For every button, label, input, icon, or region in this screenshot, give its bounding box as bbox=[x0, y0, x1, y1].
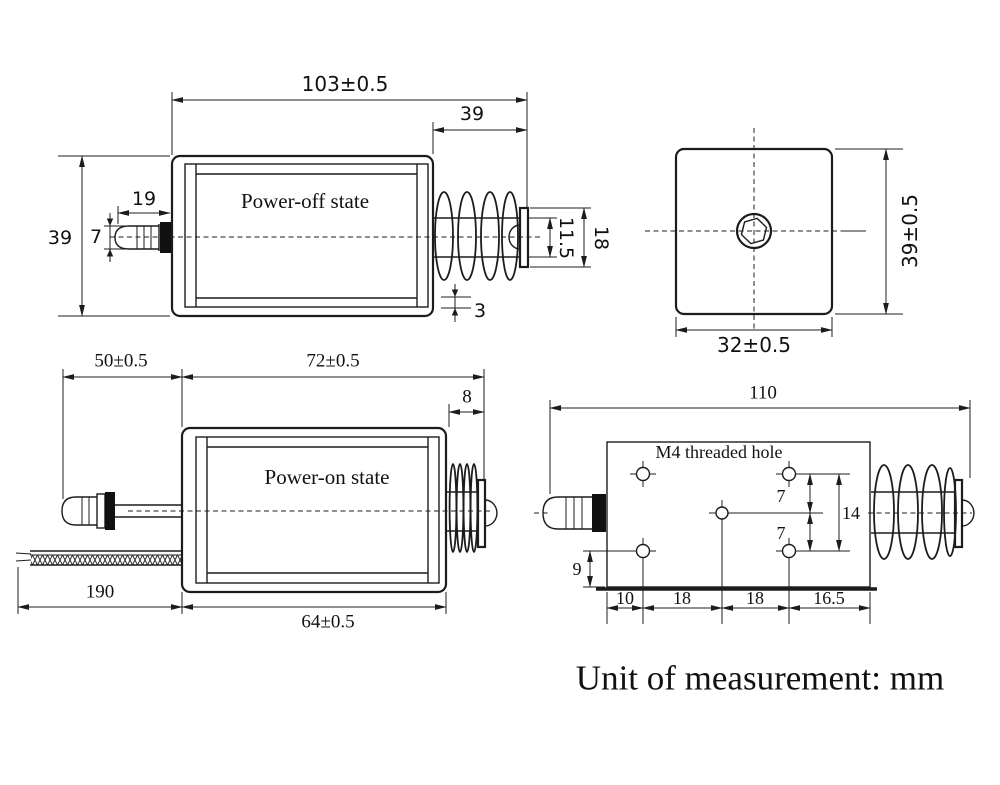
dim-plate-height: 18 bbox=[590, 226, 612, 250]
end-face-outline bbox=[674, 147, 834, 316]
dim-hole-span: 14 bbox=[842, 503, 860, 523]
dim-total-length: 110 bbox=[749, 383, 777, 404]
dim-spring-compressed: 8 bbox=[462, 387, 472, 408]
view-power-off: 103±0.5 39 39 19 7 11.5 18 bbox=[48, 72, 612, 322]
end-plate bbox=[953, 478, 964, 549]
dim-seg-3: 18 bbox=[746, 588, 764, 608]
dim-rod-diameter: 11.5 bbox=[555, 217, 577, 259]
rod-end bbox=[961, 499, 975, 527]
dim-body-height: 39 bbox=[48, 227, 72, 249]
rod-end bbox=[508, 224, 521, 250]
dim-end-height: 39±0.5 bbox=[898, 194, 922, 268]
hole-bottom-left bbox=[630, 538, 656, 624]
dim-spring-section: 39 bbox=[460, 103, 484, 125]
m4-hole-label: M4 threaded hole bbox=[656, 442, 783, 462]
dim-top-length: 72±0.5 bbox=[306, 351, 359, 372]
lead-wire bbox=[15, 550, 182, 566]
dim-wire-length: 190 bbox=[86, 582, 115, 603]
plunger-ring bbox=[105, 492, 115, 530]
end-plate bbox=[476, 478, 487, 549]
solenoid-body-outline bbox=[170, 154, 435, 318]
dim-seg-1: 10 bbox=[616, 588, 634, 608]
dim-end-width: 32±0.5 bbox=[717, 333, 791, 357]
solenoid-frame bbox=[195, 436, 440, 584]
dim-plunger-diameter: 7 bbox=[90, 226, 102, 248]
end-plate bbox=[518, 206, 530, 269]
view-mounting-holes: 110 7 7 14 9 10 18 18 16.5 M4 threaded h… bbox=[534, 383, 975, 624]
dim-stroke: 50±0.5 bbox=[94, 351, 147, 372]
dim-total-width: 103±0.5 bbox=[302, 72, 389, 96]
hole-center bbox=[709, 500, 823, 624]
dim-edge-offset: 9 bbox=[573, 559, 582, 579]
dim-hole-offset-top: 7 bbox=[777, 486, 786, 506]
unit-note: Unit of measurement: mm bbox=[576, 659, 944, 698]
dim-plunger-length: 19 bbox=[132, 188, 156, 210]
plunger-ring bbox=[160, 222, 171, 253]
dim-bottom-length: 64±0.5 bbox=[301, 612, 354, 633]
power-off-state-label: Power-off state bbox=[241, 189, 369, 213]
power-on-state-label: Power-on state bbox=[265, 465, 390, 489]
hole-top-left bbox=[630, 461, 656, 487]
hex-socket bbox=[740, 217, 768, 245]
view-end-face: 39±0.5 32±0.5 bbox=[645, 128, 922, 357]
rod-end bbox=[484, 499, 498, 527]
plunger-pin bbox=[542, 494, 606, 532]
solenoid-frame bbox=[184, 163, 429, 308]
dim-seg-2: 18 bbox=[673, 588, 691, 608]
view-power-on: 50±0.5 72±0.5 8 190 64±0.5 Power-on stat… bbox=[15, 351, 498, 633]
plunger-ring bbox=[592, 494, 606, 532]
dim-wall-thickness: 3 bbox=[474, 300, 486, 322]
return-spring bbox=[871, 464, 975, 560]
return-spring bbox=[433, 191, 530, 281]
solenoid-body-outline bbox=[180, 426, 448, 594]
center-hole bbox=[735, 212, 773, 250]
bracket-outline bbox=[606, 441, 871, 588]
dim-hole-offset-bottom: 7 bbox=[777, 523, 786, 543]
plunger-pin-extended bbox=[61, 492, 182, 530]
plunger-pin bbox=[114, 222, 171, 253]
dim-seg-4: 16.5 bbox=[813, 588, 845, 608]
compressed-spring bbox=[446, 463, 498, 553]
